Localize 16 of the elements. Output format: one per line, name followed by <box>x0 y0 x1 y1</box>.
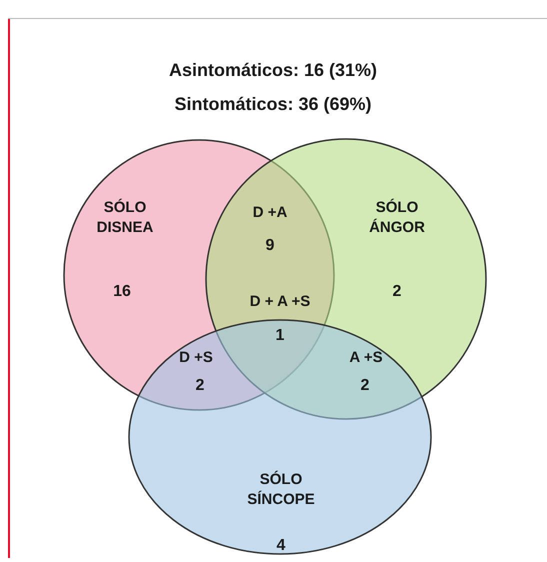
region-label: A +S <box>349 348 383 368</box>
region-label: D +A <box>252 202 288 223</box>
region-label: D +S <box>179 348 213 368</box>
count-value: 2 <box>360 376 370 396</box>
count-value: 9 <box>266 236 274 256</box>
chart-title: Asintomáticos: 16 (31%) <box>168 58 378 82</box>
region-label: D + A +S <box>250 292 310 312</box>
region-label: SÓLO DISNEA <box>96 198 154 238</box>
count-value: 16 <box>113 282 131 302</box>
count-value: 1 <box>276 326 284 346</box>
count-value: 2 <box>196 376 204 396</box>
region-label: SÓLO SÍNCOPE <box>246 470 316 510</box>
count-value: 4 <box>276 536 286 556</box>
chart-subtitle: Sintomáticos: 36 (69%) <box>174 92 372 116</box>
count-value: 2 <box>392 282 402 302</box>
region-label: SÓLO ÁNGOR <box>368 198 426 238</box>
